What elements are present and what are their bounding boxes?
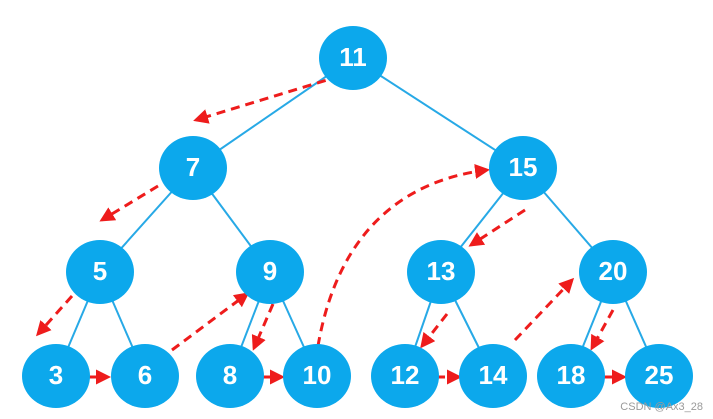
- tree-node-7: 7: [159, 136, 227, 200]
- tree-node-14: 14: [459, 344, 527, 408]
- tree-nodes: 11 7 15 5 9 13 20 3 6 8 10 12 14 18 25: [22, 26, 693, 408]
- node-circle: [489, 136, 557, 200]
- thread-arrow-13-12: [420, 313, 449, 349]
- thread-arrow-9-8: [251, 303, 275, 351]
- watermark: CSDN @Ax3_28: [620, 401, 703, 413]
- node-circle: [459, 344, 527, 408]
- thread-arrow-14-20: [513, 277, 575, 342]
- tree-node-12: 12: [371, 344, 439, 408]
- node-circle: [407, 240, 475, 304]
- node-label: 20: [599, 256, 628, 286]
- node-label: 5: [93, 256, 107, 286]
- tree-edges: [55, 57, 660, 377]
- thread-arrow-6-9: [171, 292, 250, 352]
- node-label: 14: [479, 360, 508, 390]
- thread-arrow-5-3: [35, 294, 74, 337]
- node-circle: [625, 344, 693, 408]
- node-label: 7: [186, 152, 200, 182]
- tree-node-13: 13: [407, 240, 475, 304]
- node-circle: [236, 240, 304, 304]
- tree-node-10: 10: [283, 344, 351, 408]
- node-label: 3: [49, 360, 63, 390]
- node-circle: [22, 344, 90, 408]
- node-label: 9: [263, 256, 277, 286]
- node-label: 15: [509, 152, 538, 182]
- tree-node-11: 11: [319, 26, 387, 90]
- tree-node-18: 18: [537, 344, 605, 408]
- thread-arrow-10-15: [316, 164, 490, 347]
- node-label: 6: [138, 360, 152, 390]
- node-label: 10: [303, 360, 332, 390]
- tree-node-25: 25: [625, 344, 693, 408]
- node-circle: [111, 344, 179, 408]
- node-circle: [196, 344, 264, 408]
- thread-arrows: [35, 74, 627, 385]
- node-circle: [537, 344, 605, 408]
- tree-node-20: 20: [579, 240, 647, 304]
- tree-node-9: 9: [236, 240, 304, 304]
- node-label: 12: [391, 360, 420, 390]
- thread-arrow-20-18: [590, 309, 615, 351]
- node-circle: [579, 240, 647, 304]
- tree-node-5: 5: [66, 240, 134, 304]
- node-circle: [66, 240, 134, 304]
- node-label: 11: [339, 42, 367, 72]
- tree-node-3: 3: [22, 344, 90, 408]
- node-label: 25: [645, 360, 674, 390]
- node-circle: [159, 136, 227, 200]
- thread-arrow-11-7: [193, 74, 341, 124]
- tree-node-6: 6: [111, 344, 179, 408]
- thread-arrow-7-5: [99, 184, 159, 222]
- node-label: 13: [427, 256, 456, 286]
- node-circle: [283, 344, 351, 408]
- tree-node-8: 8: [196, 344, 264, 408]
- node-label: 8: [223, 360, 237, 390]
- node-label: 18: [557, 360, 586, 390]
- edge-11-15: [352, 57, 524, 169]
- node-circle: [371, 344, 439, 408]
- tree-node-15: 15: [489, 136, 557, 200]
- thread-arrow-15-13: [468, 208, 526, 247]
- node-circle: [319, 26, 387, 90]
